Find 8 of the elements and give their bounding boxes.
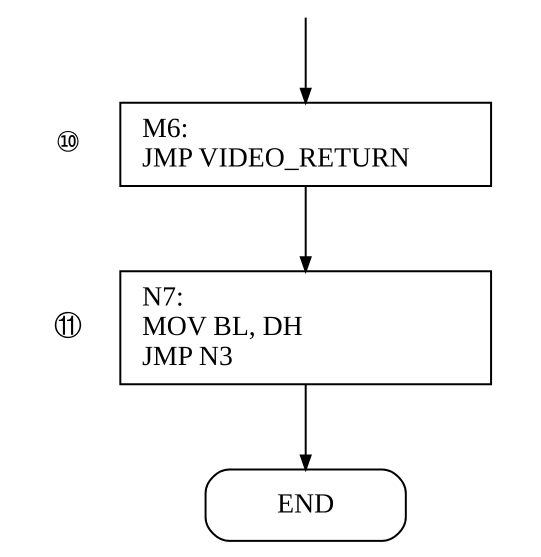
arrow [298, 186, 312, 274]
node-box: M6: JMP VIDEO_RETURN [118, 102, 492, 188]
node-label: ⑩ [54, 128, 80, 159]
node-box: N7: MOV BL, DH JMP N3 [118, 270, 492, 386]
arrow [298, 384, 312, 472]
arrow [298, 18, 312, 106]
node-label: ⑪ [53, 311, 82, 342]
node-box: END [204, 468, 406, 542]
